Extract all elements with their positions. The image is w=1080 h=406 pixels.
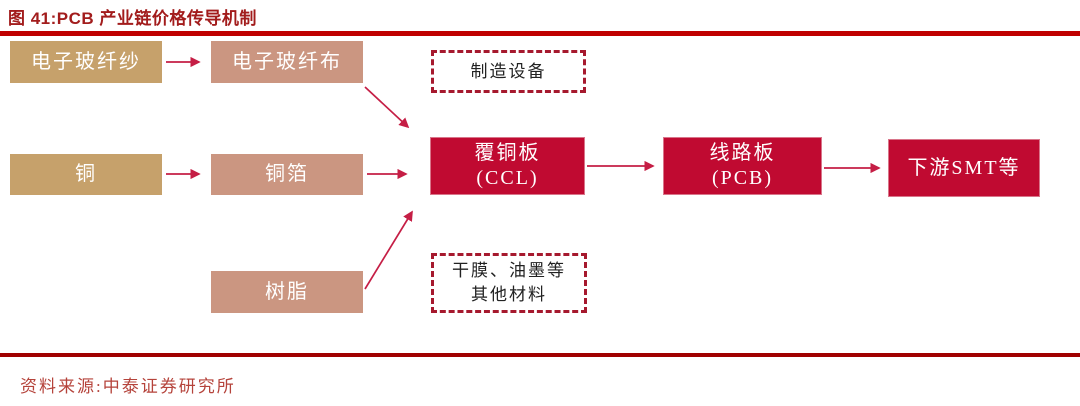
node-label: 制造设备 [470,61,547,81]
node-fiberglass-yarn: 电子玻纤纱 [10,41,162,83]
node-label: 铜 [75,163,97,185]
node-label: 下游SMT等 [907,156,1021,179]
node-copper-foil: 铜箔 [211,154,363,195]
node-label-line1: 线路板 [709,142,776,164]
node-ccl: 覆铜板 (CCL) [430,137,585,195]
node-label-line2: (CCL) [476,167,539,189]
node-label: 电子玻纤纱 [31,50,141,73]
node-manufacturing-equipment: 制造设备 [431,50,586,93]
figure-title: 图 41:PCB 产业链价格传导机制 [8,9,257,28]
source-attribution: 资料来源:中泰证券研究所 [20,377,236,396]
node-resin: 树脂 [211,271,363,313]
node-label: 树脂 [265,280,309,303]
node-other-materials: 干膜、油墨等 其他材料 [431,253,587,313]
node-label-line2: 其他材料 [471,285,547,304]
bottom-divider [0,353,1080,357]
node-pcb: 线路板 (PCB) [663,137,822,195]
node-fiberglass-cloth: 电子玻纤布 [211,41,363,83]
node-downstream-smt: 下游SMT等 [888,139,1040,197]
node-label: 铜箔 [265,163,309,185]
arrow-cloth-to-ccl [364,86,410,129]
node-label-line1: 覆铜板 [474,142,541,164]
node-label-line1: 干膜、油墨等 [452,261,566,280]
node-copper: 铜 [10,154,162,195]
top-divider [0,31,1080,36]
arrow-resin-to-ccl [364,210,413,290]
node-label: 电子玻纤布 [232,50,342,73]
node-label-line2: (PCB) [711,167,774,189]
